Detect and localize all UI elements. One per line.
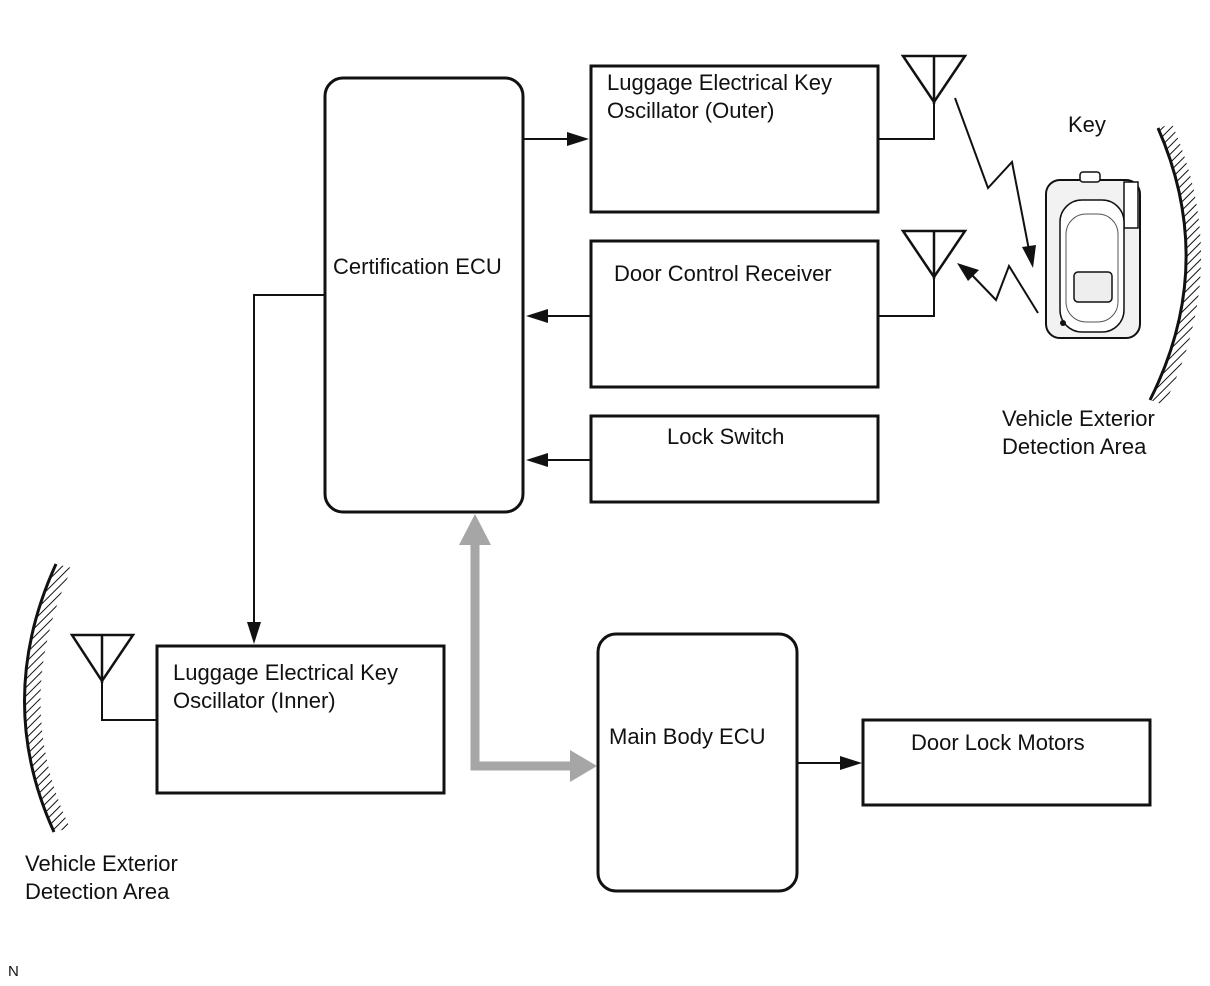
door-control-receiver-label: Door Control Receiver bbox=[614, 261, 832, 286]
main-body-ecu-label: Main Body ECU bbox=[609, 724, 766, 749]
door-lock-motors: Door Lock Motors bbox=[861, 718, 1152, 807]
arrow-cert-ecu-to-outer-oscillator bbox=[523, 132, 589, 146]
bus-cert-ecu-to-main-body-ecu bbox=[459, 514, 597, 782]
inner-oscillator-label-line1: Luggage Electrical Key bbox=[173, 660, 398, 685]
certification-ecu-label: Certification ECU bbox=[333, 254, 502, 279]
door-lock-motors-label: Door Lock Motors bbox=[911, 730, 1085, 755]
antenna-icon bbox=[878, 54, 968, 140]
antenna-icon bbox=[69, 633, 157, 721]
arrow-cert-ecu-to-inner-oscillator bbox=[247, 294, 325, 644]
radio-signal-icon bbox=[954, 97, 1036, 268]
lock-switch-label: Lock Switch bbox=[667, 424, 784, 449]
certification-ecu: Certification ECU bbox=[323, 76, 525, 514]
corner-mark: N bbox=[8, 963, 19, 980]
radio-signal-icon bbox=[957, 263, 1039, 314]
antenna-icon bbox=[878, 229, 968, 317]
arrow-main-body-ecu-to-door-lock-motors bbox=[797, 756, 862, 770]
detection-area-right-line2: Detection Area bbox=[1002, 434, 1147, 459]
detection-area-right-line1: Vehicle Exterior bbox=[1002, 406, 1155, 431]
luggage-key-oscillator-inner: Luggage Electrical Key Oscillator (Inner… bbox=[155, 644, 446, 795]
lock-switch: Lock Switch bbox=[589, 414, 880, 504]
main-body-ecu: Main Body ECU bbox=[596, 632, 799, 893]
outer-oscillator-label-line1: Luggage Electrical Key bbox=[607, 70, 832, 95]
key-label: Key bbox=[1068, 112, 1106, 137]
key-fob-icon bbox=[1045, 171, 1141, 339]
arrow-lock-switch-to-cert-ecu bbox=[526, 453, 591, 467]
detection-area-left-line1: Vehicle Exterior bbox=[25, 851, 178, 876]
outer-oscillator-label-line2: Oscillator (Outer) bbox=[607, 98, 774, 123]
inner-oscillator-label-line2: Oscillator (Inner) bbox=[173, 688, 336, 713]
door-control-receiver: Door Control Receiver bbox=[589, 239, 880, 389]
detection-area-boundary bbox=[1148, 124, 1202, 405]
detection-area-boundary bbox=[23, 563, 72, 833]
arrow-receiver-to-cert-ecu bbox=[526, 309, 591, 323]
detection-area-left-line2: Detection Area bbox=[25, 879, 170, 904]
luggage-key-oscillator-outer: Luggage Electrical Key Oscillator (Outer… bbox=[589, 64, 880, 214]
